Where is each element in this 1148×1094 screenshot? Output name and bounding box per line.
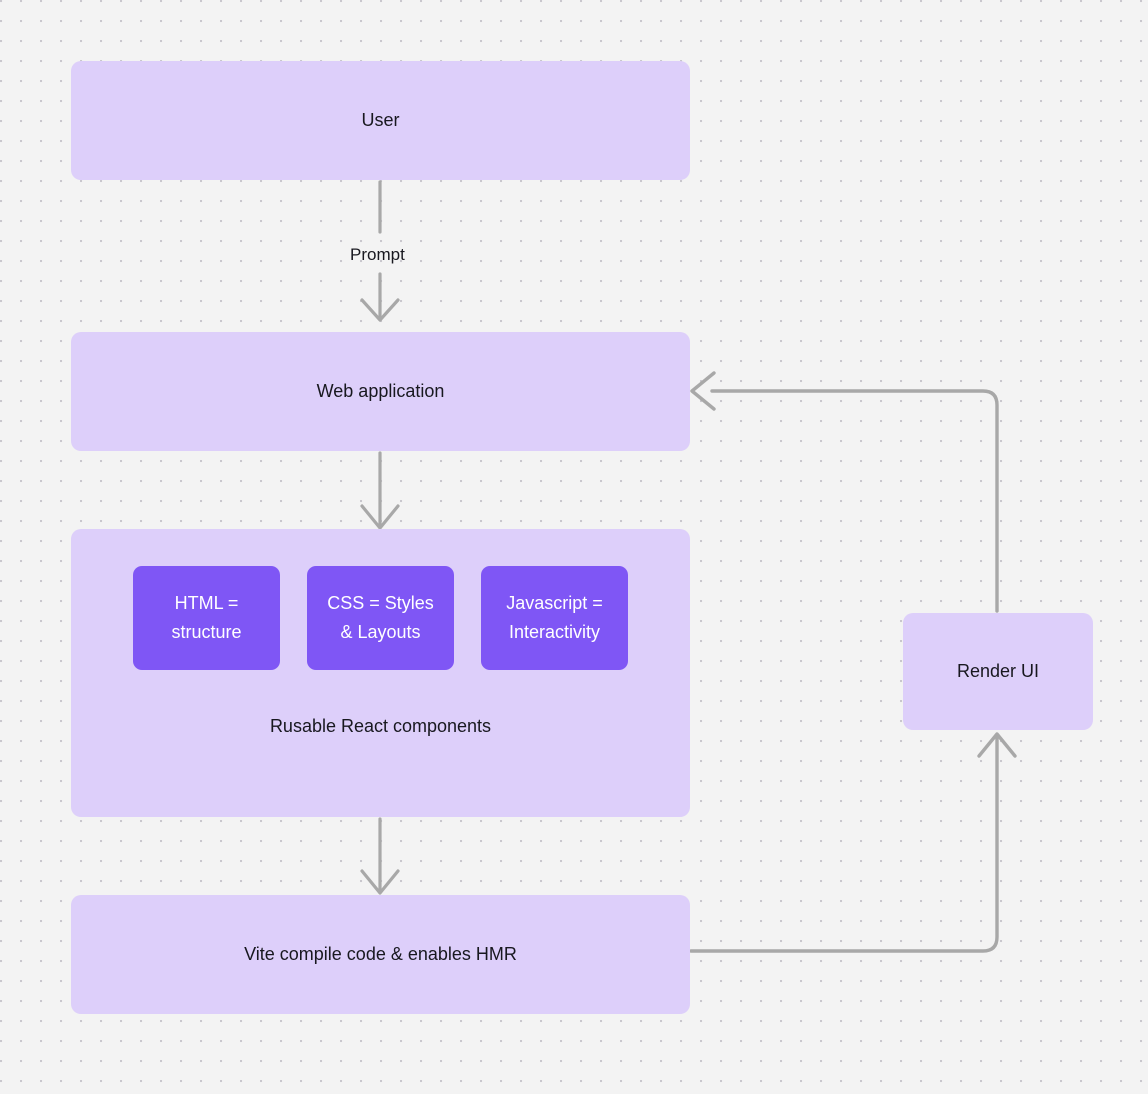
edge-label-prompt: Prompt (350, 245, 405, 264)
node-vite[interactable]: Vite compile code & enables HMR (71, 895, 690, 1014)
sub-node-javascript[interactable]: Javascript = Interactivity (481, 566, 628, 670)
node-vite-label: Vite compile code & enables HMR (244, 944, 517, 965)
node-render-ui[interactable]: Render UI (903, 613, 1093, 730)
sub-node-html[interactable]: HTML = structure (133, 566, 280, 670)
edge-render-to-webapp (690, 371, 999, 613)
sub-node-css[interactable]: CSS = Styles & Layouts (307, 566, 454, 670)
node-web-application-label: Web application (316, 381, 445, 402)
node-react-components[interactable]: HTML = structure CSS = Styles & Layouts … (71, 529, 690, 817)
sub-node-html-label: HTML = structure (171, 593, 242, 642)
sub-node-css-label: CSS = Styles & Layouts (327, 593, 434, 642)
node-react-components-label: Rusable React components (269, 716, 492, 736)
edge-webapp-to-components (360, 451, 400, 530)
node-user[interactable]: User (71, 61, 690, 180)
node-user-label: User (361, 110, 400, 131)
sub-node-row: HTML = structure CSS = Styles & Layouts … (71, 566, 690, 670)
edge-components-to-vite (360, 817, 400, 895)
edge-vite-to-render (689, 732, 1017, 953)
sub-node-javascript-label: Javascript = Interactivity (506, 593, 603, 642)
node-web-application[interactable]: Web application (71, 332, 690, 451)
node-render-ui-label: Render UI (956, 661, 1040, 682)
